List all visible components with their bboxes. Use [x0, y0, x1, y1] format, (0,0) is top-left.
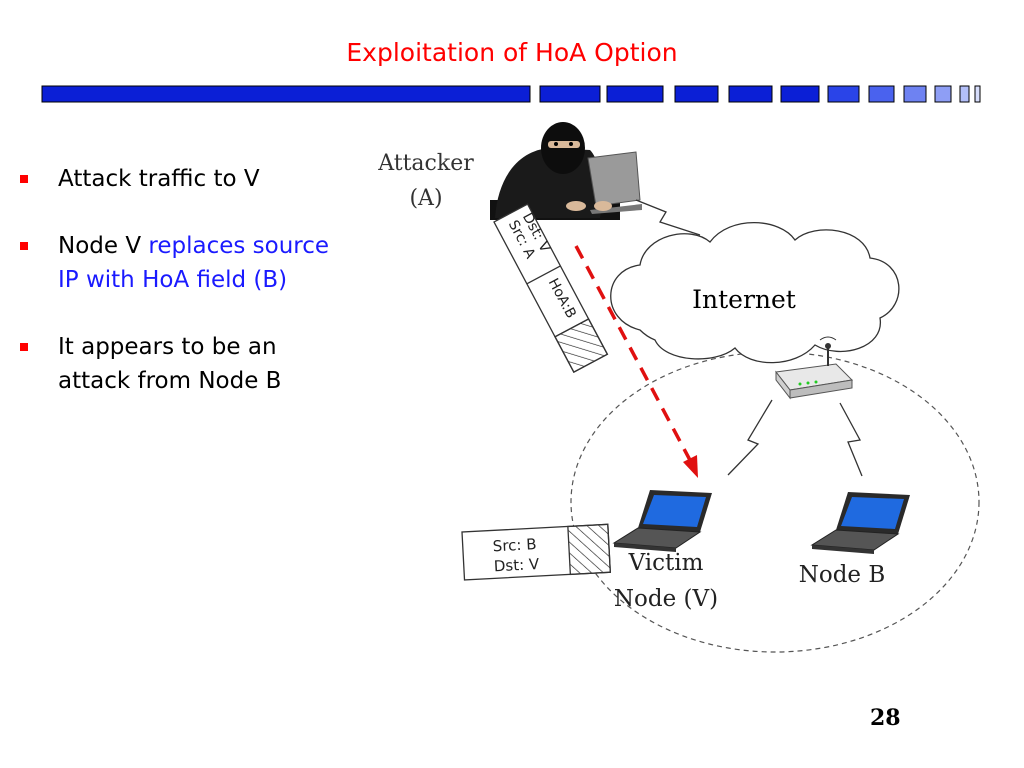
- bullet-highlight-text: replaces source IP with HoA field (B): [58, 233, 330, 293]
- bullet-item: Attack traffic to V: [20, 162, 340, 196]
- slide-title: Exploitation of HoA Option: [346, 38, 678, 67]
- internet-label: Internet: [692, 285, 796, 314]
- bullet-item: Node V replaces source IP with HoA field…: [20, 229, 340, 297]
- bullet-text: It appears to be an attack from Node B: [58, 334, 282, 394]
- wireless-link-icon: [839, 402, 863, 477]
- wireless-link-icon: [635, 199, 701, 236]
- bullet-item: It appears to be an attack from Node B: [20, 330, 340, 398]
- attacker-icon: [490, 122, 642, 220]
- packet-bottom: Src: B Dst: V: [461, 523, 611, 581]
- node-b-label: Node B: [799, 562, 886, 588]
- packet-bottom-src: Src: B: [492, 535, 537, 555]
- node-b-laptop-icon: [810, 492, 910, 554]
- packet-top: Src: A Dst: V HoA:B: [493, 203, 609, 373]
- packet-bottom-dst: Dst: V: [493, 555, 540, 575]
- internet-cloud-icon: [610, 222, 900, 364]
- wireless-link-icon: [727, 399, 773, 476]
- victim-label-line2: Node (V): [614, 586, 718, 612]
- bullet-text: Node V: [58, 233, 149, 259]
- victim-label-line1: Victim: [628, 550, 704, 576]
- attacker-label-line1: Attacker: [377, 151, 474, 176]
- bullet-list: Attack traffic to V Node V replaces sour…: [20, 162, 340, 431]
- title-decoration-bar: [41, 85, 981, 103]
- access-point-icon: [775, 336, 854, 400]
- bullet-marker-icon: [20, 175, 28, 183]
- bullet-marker-icon: [20, 343, 28, 351]
- bullet-marker-icon: [20, 242, 28, 250]
- attacker-label-line2: (A): [409, 186, 442, 211]
- attack-path-arrow: [574, 245, 693, 463]
- bullet-text: Attack traffic to V: [58, 166, 260, 192]
- arrowhead-icon: [683, 455, 698, 478]
- victim-laptop-icon: [612, 490, 712, 552]
- page-number: 28: [870, 705, 901, 731]
